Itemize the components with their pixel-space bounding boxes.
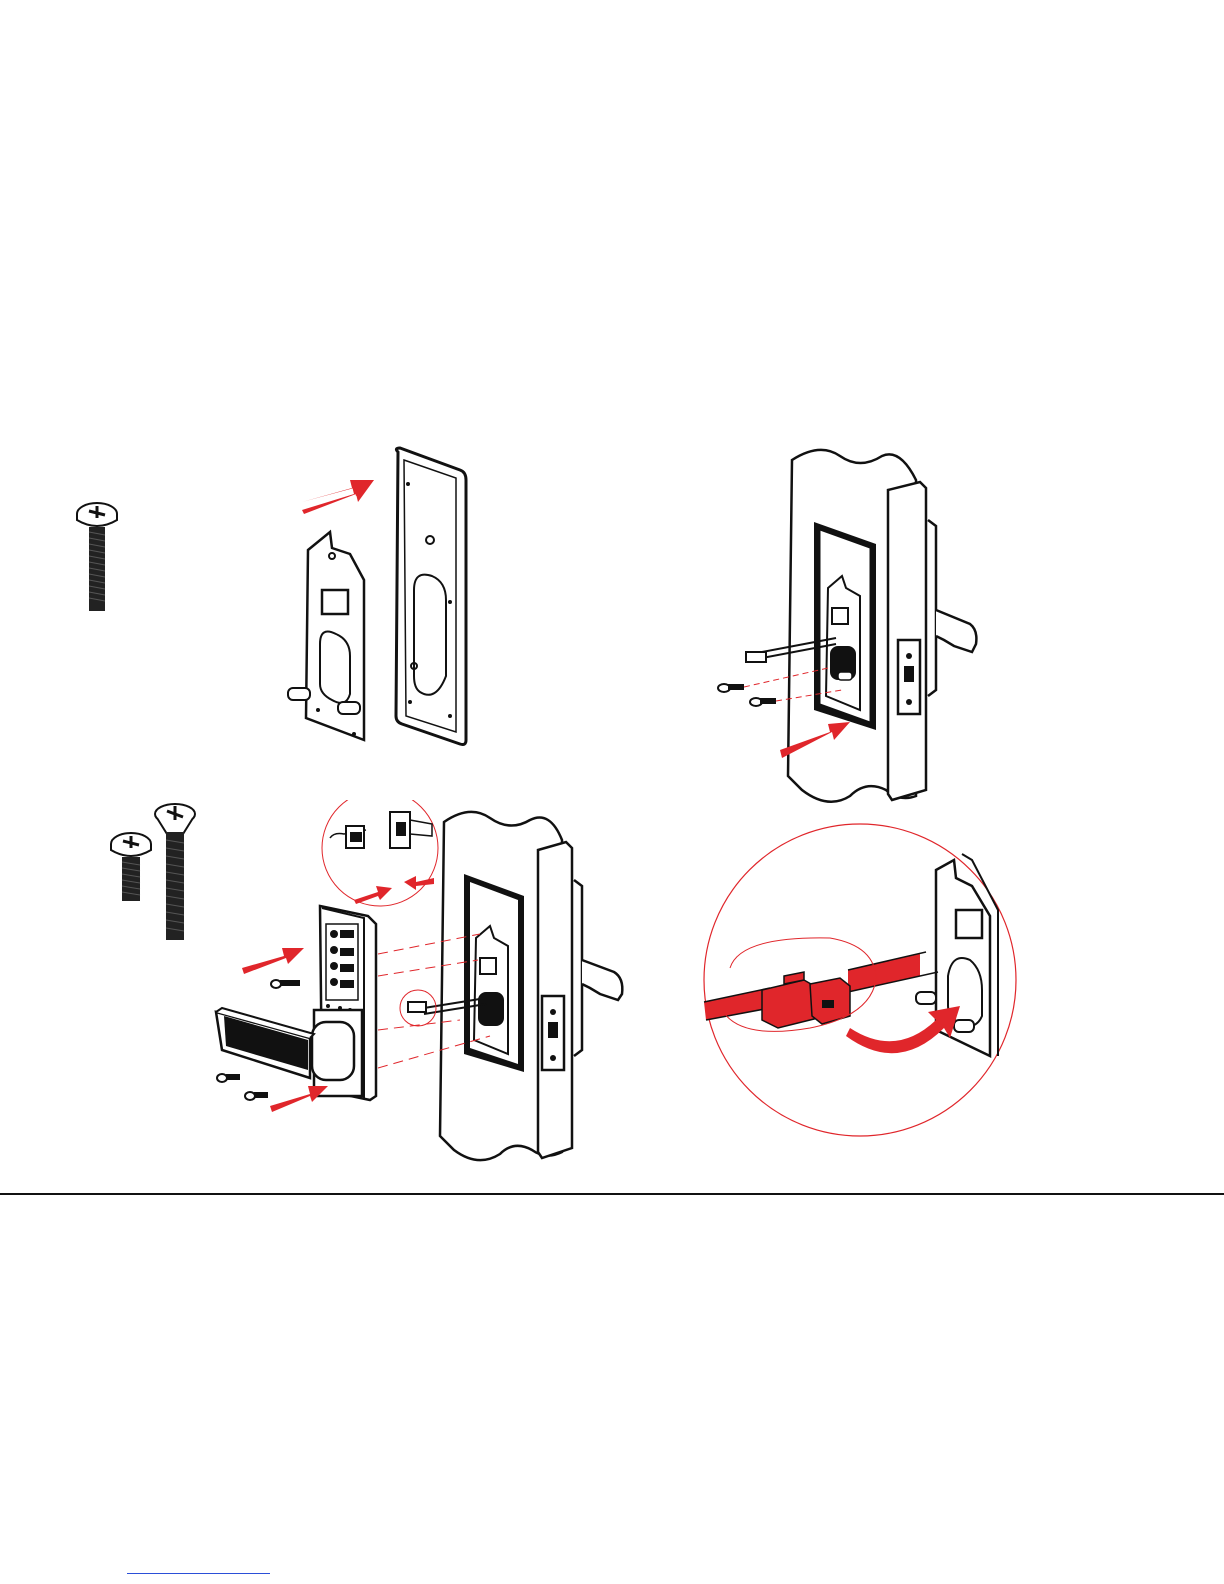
red-arrow-icon: [302, 480, 374, 514]
lever-handle-icon: [216, 1008, 314, 1078]
keypad-lock-icon: [305, 906, 376, 1100]
step-4-connector-figure: [700, 820, 1020, 1140]
door-edge-icon: [440, 812, 622, 1160]
mounting-plate-icon: [288, 532, 364, 740]
flat-head-screw-icon: [155, 804, 195, 940]
gasket-icon: [396, 448, 466, 745]
section-divider: [0, 1193, 1224, 1195]
step-1-plate-figure: [270, 440, 490, 760]
connector-detail-icon: [322, 800, 438, 906]
step-2-door-figure: [710, 440, 990, 810]
step-3-screws-figure: [105, 800, 200, 945]
short-screw-icon: [111, 833, 151, 901]
door-edge-icon: [788, 450, 976, 802]
footer-link-underline: [127, 1573, 270, 1574]
step-3-assembly-figure: [210, 800, 640, 1170]
long-screw-icon: [75, 500, 120, 615]
